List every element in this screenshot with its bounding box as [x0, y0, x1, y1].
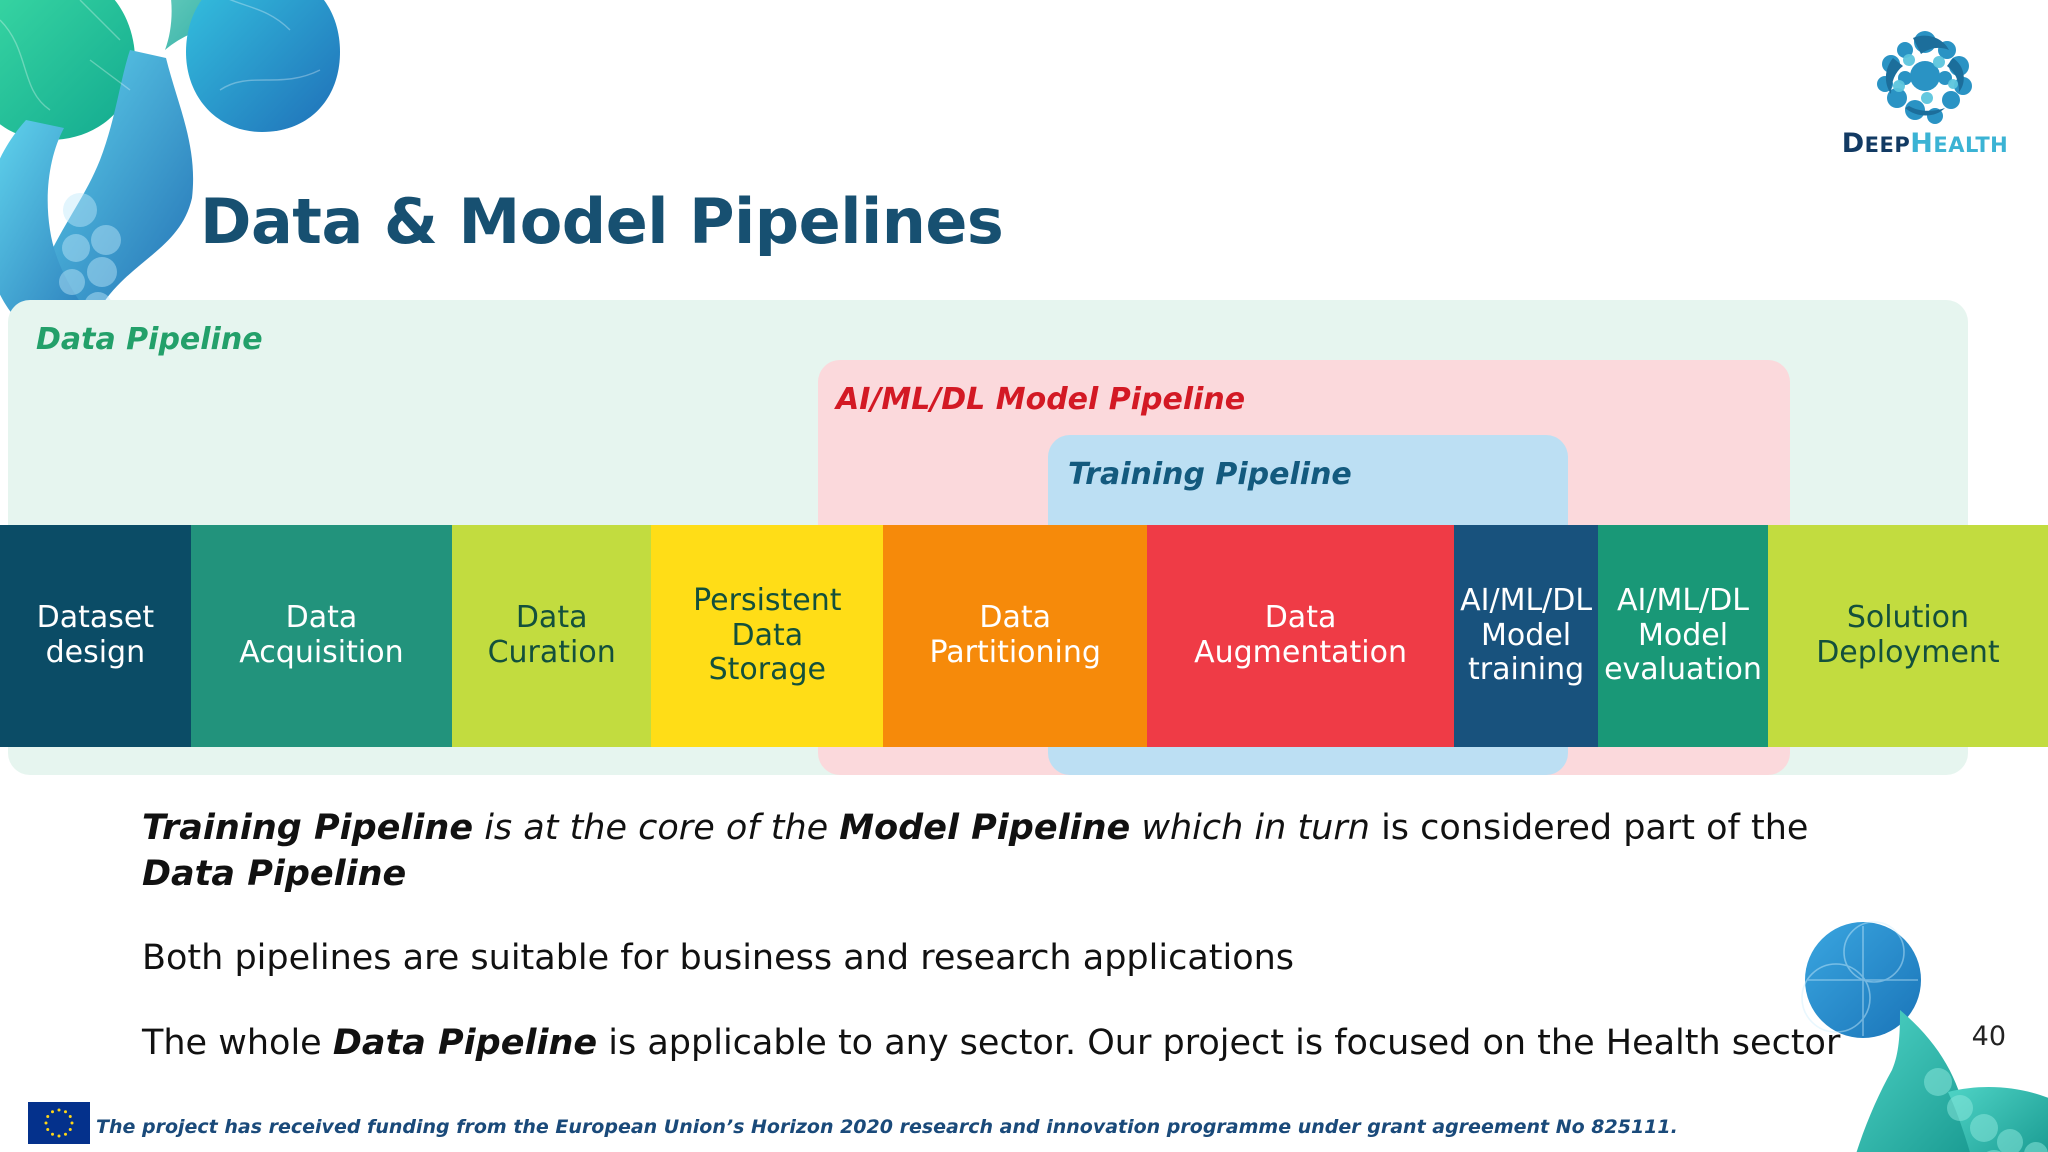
- pipeline-stage-label: Solution Deployment: [1816, 600, 2000, 670]
- pipeline-stage-label: AI/ML/DL Model training: [1460, 582, 1593, 688]
- bullet-list: Training Pipeline is at the core of the …: [142, 805, 1842, 1104]
- text-run: Model Pipeline: [839, 808, 1131, 848]
- pipeline-stage-label: Data Partitioning: [929, 600, 1101, 670]
- pipeline-stage-label: Dataset design: [36, 600, 155, 670]
- logo-text-health-rest: EALTH: [1933, 133, 2009, 157]
- deephealth-logo: DEEPHEALTH: [1830, 28, 2020, 168]
- pipeline-stage-3[interactable]: Data Curation: [452, 525, 652, 747]
- bullet-training-pipeline-core: Training Pipeline is at the core of the …: [142, 805, 1842, 897]
- pipeline-stage-9[interactable]: Solution Deployment: [1767, 525, 2048, 747]
- logo-text-deep-cap: D: [1841, 128, 1865, 159]
- text-run: Training Pipeline: [142, 808, 474, 848]
- text-run: which in turn: [1130, 808, 1370, 848]
- pipeline-stage-label: Data Acquisition: [239, 600, 404, 670]
- page-title: Data & Model Pipelines: [200, 185, 1004, 258]
- label-model-pipeline: AI/ML/DL Model Pipeline: [836, 382, 1246, 417]
- label-data-pipeline: Data Pipeline: [36, 322, 263, 357]
- logo-text-deep-rest: EEP: [1864, 133, 1911, 157]
- page-number: 40: [1971, 1021, 2006, 1052]
- deephealth-logo-mark: [1877, 31, 1972, 124]
- text-run: Both pipelines are suitable for business…: [142, 938, 1295, 979]
- funding-statement: The project has received funding from th…: [96, 1116, 1678, 1138]
- text-run: Data Pipeline: [332, 1022, 598, 1063]
- text-run: is applicable to any sector. Our project…: [597, 1022, 1841, 1063]
- text-run: is considered part of the: [1369, 808, 1809, 848]
- pipeline-stage-2[interactable]: Data Acquisition: [190, 525, 453, 747]
- slide-footer: The project has received funding from th…: [0, 1100, 2048, 1152]
- eu-flag: [28, 1102, 90, 1144]
- logo-text-health-cap: H: [1910, 128, 1934, 159]
- pipeline-stage-7[interactable]: AI/ML/DL Model training: [1454, 525, 1599, 747]
- label-training-pipeline: Training Pipeline: [1068, 457, 1352, 492]
- pipeline-stage-6[interactable]: Data Augmentation: [1146, 525, 1455, 747]
- pipeline-stage-label: Data Curation: [487, 600, 616, 670]
- pipeline-stage-row: Dataset design Data Acquisition Data Curat…: [0, 525, 2048, 747]
- molecule-decoration-top-left: [0, 0, 450, 340]
- deephealth-logo-text: DEEPHEALTH: [1830, 130, 2020, 157]
- text-run: Data Pipeline: [142, 854, 407, 895]
- pipeline-stage-4[interactable]: Persistent Data Storage: [651, 525, 884, 747]
- bullet-both-pipelines: Both pipelines are suitable for business…: [142, 935, 1842, 981]
- pipeline-stage-label: Persistent Data Storage: [693, 582, 842, 688]
- bullet-health-sector: The whole Data Pipeline is applicable to…: [142, 1020, 1842, 1066]
- text-run: is at the core of the: [473, 808, 840, 848]
- pipeline-diagram: Data Pipeline AI/ML/DL Model Pipeline Tr…: [0, 300, 2048, 790]
- pipeline-stage-5[interactable]: Data Partitioning: [883, 525, 1147, 747]
- pipeline-stage-label: AI/ML/DL Model evaluation: [1604, 582, 1762, 688]
- text-run: The whole: [142, 1022, 333, 1063]
- pipeline-stage-label: Data Augmentation: [1194, 600, 1407, 670]
- pipeline-stage-1[interactable]: Dataset design: [0, 525, 191, 747]
- pipeline-stage-8[interactable]: AI/ML/DL Model evaluation: [1598, 525, 1768, 747]
